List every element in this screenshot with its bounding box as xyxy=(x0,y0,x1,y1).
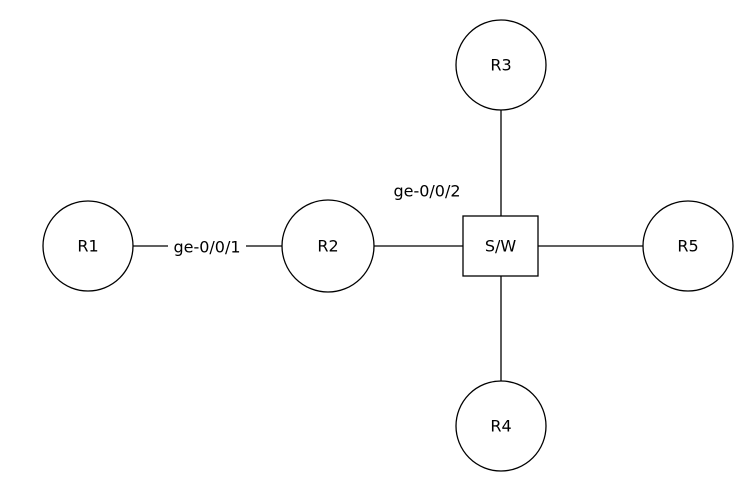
node-r3-label: R3 xyxy=(490,56,511,75)
router-r3-circle xyxy=(455,19,547,111)
edge-label-r2-sw: ge-0/0/2 xyxy=(393,182,460,201)
node-r4-label: R4 xyxy=(490,417,511,436)
node-r1-label: R1 xyxy=(77,237,98,256)
node-r2: R2 xyxy=(281,199,375,293)
edge-label-r1-r2: ge-0/0/1 xyxy=(173,238,240,257)
node-r1: R1 xyxy=(42,200,134,292)
router-r4-circle xyxy=(455,380,547,472)
router-r2-circle xyxy=(281,199,375,293)
router-r5-circle xyxy=(642,200,734,292)
node-r3: R3 xyxy=(455,19,547,111)
node-sw: S/W xyxy=(462,215,539,277)
node-sw-label: S/W xyxy=(485,237,517,256)
router-r1-circle xyxy=(42,200,134,292)
node-r5: R5 xyxy=(642,200,734,292)
switch-sw-rect xyxy=(462,215,539,277)
node-r5-label: R5 xyxy=(677,237,698,256)
node-r2-label: R2 xyxy=(317,237,338,256)
node-r4: R4 xyxy=(455,380,547,472)
